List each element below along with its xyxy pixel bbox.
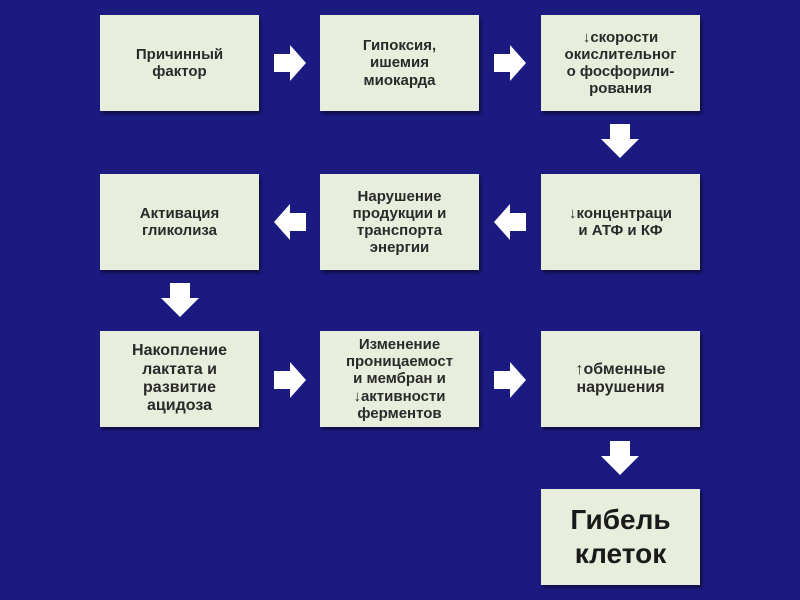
arrow-left-icon (274, 204, 306, 240)
node-metabolic: ↑обменные нарушения (541, 331, 700, 427)
node-atp: ↓концентраци и АТФ и КФ (541, 174, 700, 270)
node-oxphos: ↓скорости окислительног о фосфорили- ров… (541, 15, 700, 111)
arrow-down-icon (601, 124, 639, 158)
arrow-right-icon (274, 362, 306, 398)
node-hypoxia: Гипоксия, ишемия миокарда (320, 15, 479, 111)
node-death: Гибель клеток (541, 489, 700, 585)
node-energy: Нарушение продукции и транспорта энергии (320, 174, 479, 270)
arrow-right-icon (494, 45, 526, 81)
node-glycolysis: Активация гликолиза (100, 174, 259, 270)
node-cause: Причинный фактор (100, 15, 259, 111)
arrow-right-icon (494, 362, 526, 398)
arrow-down-icon (161, 283, 199, 317)
node-permeability: Изменение проницаемост и мембран и ↓акти… (320, 331, 479, 427)
arrow-left-icon (494, 204, 526, 240)
arrow-right-icon (274, 45, 306, 81)
arrow-down-icon (601, 441, 639, 475)
node-lactate: Накопление лактата и развитие ацидоза (100, 331, 259, 427)
